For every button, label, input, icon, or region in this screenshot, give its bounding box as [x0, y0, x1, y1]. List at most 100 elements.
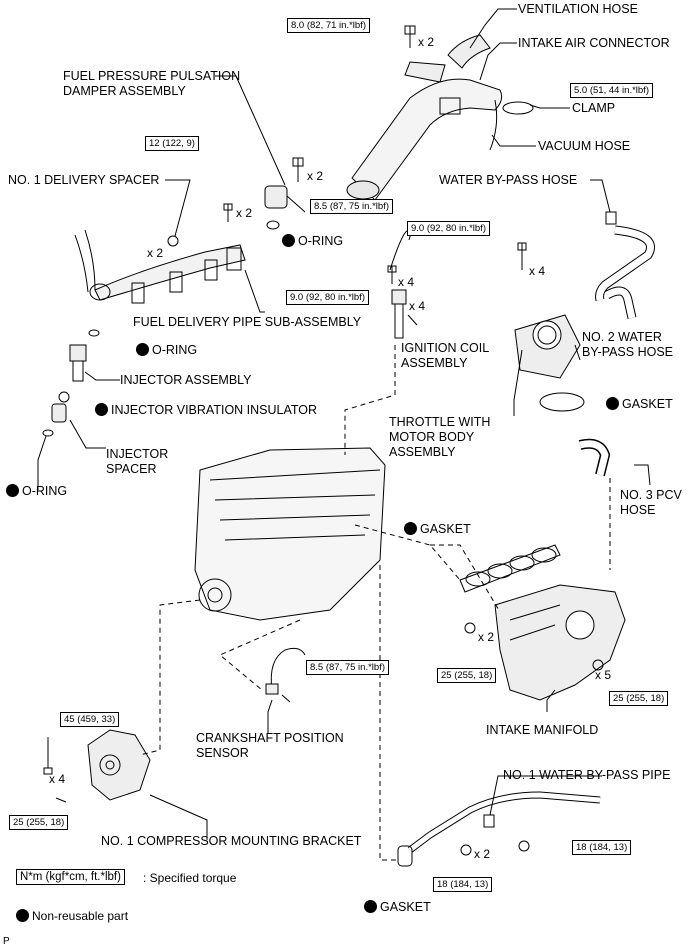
crankshaft-sensor-part	[265, 647, 306, 695]
fuel-delivery-pipe-label: FUEL DELIVERY PIPE SUB-ASSEMBLY	[133, 315, 362, 329]
nonreusable-legend: Non-reusable part	[16, 909, 128, 923]
intake-air-connector-part	[346, 34, 503, 201]
torque-box: 9.0 (92, 80 in.*lbf)	[407, 221, 490, 236]
non-reusable-dot-icon	[364, 900, 377, 913]
non-reusable-dot-icon	[16, 909, 29, 922]
bolt-part	[55, 797, 67, 803]
gasket-label-3: GASKET	[364, 900, 431, 915]
quantity-label: x 2	[147, 246, 164, 260]
no1-water-bypass-pipe-label: NO. 1 WATER BY-PASS PIPE	[503, 768, 671, 782]
quantity-label: x 2	[478, 630, 495, 644]
bolt-part	[517, 242, 527, 270]
o-ring-part	[266, 220, 280, 230]
injector-assembly-label: INJECTOR ASSEMBLY	[120, 373, 252, 387]
torque-legend-box: N*m (kgf*cm, ft.*lbf)	[16, 869, 125, 885]
quantity-label: x 4	[398, 275, 415, 289]
quantity-label: x 2	[307, 169, 324, 183]
water-bypass-hose-label: WATER BY-PASS HOSE	[439, 173, 578, 187]
throttle-body-label: THROTTLE WITH MOTOR BODY ASSEMBLY	[389, 415, 491, 459]
gasket-label-2: GASKET	[404, 522, 471, 537]
ignition-coil-part	[391, 289, 407, 339]
water-bypass-pipe-part	[407, 791, 601, 853]
engine-block-part	[194, 447, 386, 621]
torque-box: 8.5 (87, 75 in.*lbf)	[310, 199, 393, 214]
delivery-spacer-label: NO. 1 DELIVERY SPACER	[8, 173, 160, 187]
ignition-coil-label: IGNITION COIL ASSEMBLY	[401, 341, 490, 370]
injector-spacer-part	[51, 403, 67, 423]
quantity-label: x 2	[474, 847, 491, 861]
dashed-lines	[139, 345, 611, 861]
o-ring-part	[88, 329, 100, 337]
o-ring-label-2: O-RING	[136, 343, 197, 358]
footer-code: P	[3, 936, 10, 947]
torque-box: 18 (184, 13)	[572, 840, 632, 855]
torque-box: 5.0 (51, 44 in.*lbf)	[570, 83, 653, 98]
ventilation-hose-label: VENTILATION HOSE	[518, 2, 638, 16]
quantity-label: x 5	[595, 668, 612, 682]
gasket-label-1: GASKET	[606, 397, 673, 412]
no2-water-bypass-hose-label: NO. 2 WATER BY-PASS HOSE	[582, 330, 674, 359]
crankshaft-sensor-label: CRANKSHAFT POSITION SENSOR	[196, 731, 344, 760]
no3-pcv-hose-label: NO. 3 PCV HOSE	[620, 488, 682, 517]
non-reusable-dot-icon	[95, 403, 108, 416]
torque-legend-text: : Specified torque	[143, 871, 237, 885]
quantity-label: x 4	[529, 264, 546, 278]
non-reusable-dot-icon	[136, 343, 149, 356]
bolt-part	[223, 203, 233, 222]
fuel-delivery-pipe-part	[74, 229, 246, 304]
compressor-bracket-part	[87, 729, 151, 801]
torque-box: 12 (122, 9)	[145, 136, 199, 151]
torque-box: 25 (255, 18)	[609, 691, 669, 706]
bolt-part	[387, 265, 397, 284]
non-reusable-dot-icon	[282, 234, 295, 247]
quantity-label: x 2	[236, 206, 253, 220]
torque-box: 18 (184, 13)	[433, 877, 493, 892]
clamp-label: CLAMP	[572, 101, 616, 115]
intake-manifold-part	[494, 584, 626, 701]
compressor-bracket-label: NO. 1 COMPRESSOR MOUNTING BRACKET	[101, 834, 362, 848]
gasket-part	[397, 845, 413, 867]
bolt-part	[404, 25, 416, 48]
bolt-part	[43, 737, 53, 775]
bolt-part	[464, 622, 476, 634]
quantity-label: x 4	[49, 772, 66, 786]
intake-manifold-label: INTAKE MANIFOLD	[486, 723, 599, 737]
injector-spacer-label: INJECTOR SPACER	[106, 447, 169, 476]
pcv-hose-part	[578, 438, 611, 477]
non-reusable-dot-icon	[6, 484, 19, 497]
bolt-part	[460, 844, 472, 856]
no2-water-bypass-hose-part	[604, 286, 637, 319]
non-reusable-dot-icon	[606, 397, 619, 410]
pulsation-damper-part	[264, 185, 306, 213]
intake-air-connector-label: INTAKE AIR CONNECTOR	[518, 36, 670, 50]
torque-box: 8.5 (87, 75 in.*lbf)	[306, 660, 389, 675]
throttle-body-part	[514, 314, 581, 379]
injector-part	[69, 344, 87, 382]
vacuum-hose-label: VACUUM HOSE	[538, 139, 631, 153]
fuel-pulsation-damper-label: FUEL PRESSURE PULSATION DAMPER ASSEMBLY	[63, 69, 241, 98]
torque-box: 45 (459, 33)	[60, 712, 120, 727]
o-ring-label-3: O-RING	[6, 484, 67, 499]
torque-box: 25 (255, 18)	[9, 815, 69, 830]
bolt-part	[292, 157, 304, 182]
bolt-part	[592, 659, 604, 671]
leader-lines	[37, 8, 651, 840]
non-reusable-dot-icon	[404, 522, 417, 535]
o-ring-label-1: O-RING	[282, 234, 343, 249]
insulator-part	[58, 391, 70, 403]
delivery-spacer-part	[167, 235, 179, 247]
torque-box: 25 (255, 18)	[437, 668, 497, 683]
clamp-part	[502, 101, 534, 115]
bolt-part	[518, 840, 530, 852]
injector-vibration-insulator-text: INJECTOR VIBRATION INSULATOR	[111, 403, 318, 417]
manifold-gasket-part	[459, 544, 561, 593]
torque-box: 8.0 (82, 71 in.*lbf)	[287, 18, 370, 33]
gasket-part	[539, 392, 585, 412]
injector-vibration-insulator-label: INJECTOR VIBRATION INSULATOR	[95, 403, 317, 418]
o-ring-part	[42, 429, 54, 437]
quantity-label: x 2	[418, 35, 435, 49]
bolt-part	[281, 694, 291, 703]
water-bypass-hose-part	[595, 211, 655, 302]
quantity-label: x 4	[409, 299, 426, 313]
